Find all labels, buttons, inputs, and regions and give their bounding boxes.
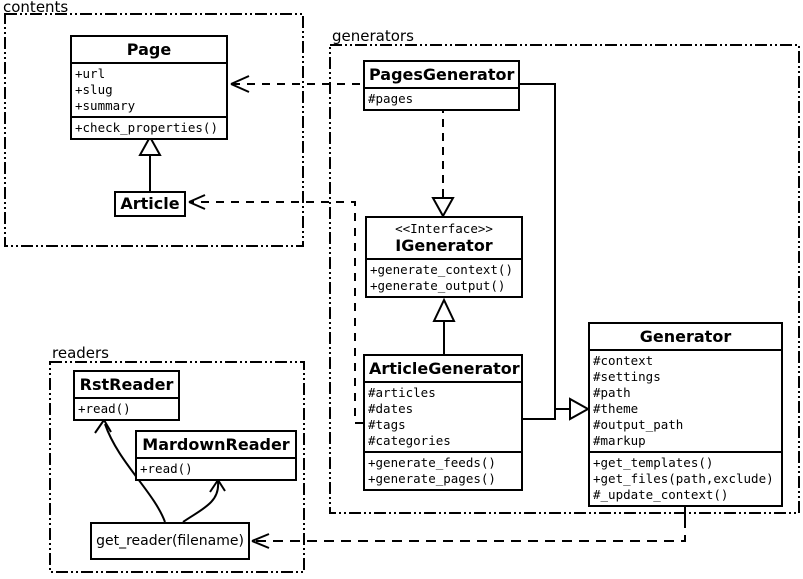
method-row: +read() (140, 461, 193, 476)
attribute-row: #tags (368, 417, 406, 432)
generalization-article-to-page (138, 134, 162, 191)
arrow-getreader-to-mardownreader (182, 479, 226, 523)
class-igenerator-name: IGenerator (395, 236, 493, 255)
class-mardownreader: MardownReader +read() (135, 430, 297, 481)
method-row: #_update_context() (593, 487, 729, 502)
method-row: +check_properties() (75, 120, 218, 135)
class-rstreader-title: RstReader (75, 372, 178, 399)
realization-pagesgenerator-to-igenerator (431, 105, 455, 219)
class-igenerator-methods: +generate_context() +generate_output() (367, 260, 521, 296)
class-article: Article (114, 191, 186, 217)
package-label-readers: readers (52, 344, 109, 362)
class-articlegenerator-methods: +generate_feeds() +generate_pages() (365, 451, 521, 489)
class-generator-title: Generator (590, 324, 781, 351)
package-frame-readers (49, 361, 305, 573)
class-pagesgenerator-attributes: #pages (365, 89, 518, 109)
method-row: +get_templates() (593, 455, 714, 470)
class-page: Page +url +slug +summary +check_properti… (70, 35, 228, 140)
class-igenerator-title: <<Interface>> IGenerator (367, 218, 521, 260)
attribute-row: #categories (368, 433, 451, 448)
class-page-attributes: +url +slug +summary (72, 64, 226, 116)
class-page-title: Page (72, 37, 226, 64)
package-label-generators: generators (332, 27, 414, 45)
attribute-row: #output_path (593, 417, 684, 432)
package-frame-contents (4, 13, 304, 247)
attribute-row: #articles (368, 385, 436, 400)
class-pagesgenerator-title: PagesGenerator (365, 62, 518, 89)
class-igenerator: <<Interface>> IGenerator +generate_conte… (365, 216, 523, 298)
class-articlegenerator: ArticleGenerator #articles #dates #tags … (363, 354, 523, 491)
method-row: +generate_output() (370, 278, 506, 293)
class-article-title: Article (120, 194, 180, 213)
attribute-row: #dates (368, 401, 414, 416)
interface-stereotype: <<Interface>> (395, 221, 493, 236)
attribute-row: #markup (593, 433, 646, 448)
generalization-generators-to-generator (520, 83, 591, 421)
generalization-articlegenerator-to-igenerator (432, 297, 456, 354)
attribute-row: #context (593, 353, 654, 368)
method-row: +read() (78, 401, 131, 416)
class-generator-methods: +get_templates() +get_files(path,exclude… (590, 451, 781, 505)
class-pagesgenerator: PagesGenerator #pages (363, 60, 520, 111)
attribute-row: +slug (75, 82, 113, 97)
package-label-contents: contents (3, 0, 69, 16)
attribute-row: +summary (75, 98, 136, 113)
attribute-row: #pages (368, 91, 414, 106)
method-row: +get_files(path,exclude) (593, 471, 774, 486)
class-articlegenerator-attributes: #articles #dates #tags #categories (365, 383, 521, 451)
package-frame-generators (329, 44, 800, 514)
method-row: +generate_feeds() (368, 455, 496, 470)
dependency-generator-to-getreader (251, 503, 686, 549)
dependency-articlegenerator-to-article (188, 194, 363, 424)
class-mardownreader-methods: +read() (137, 459, 295, 479)
class-page-methods: +check_properties() (72, 116, 226, 138)
class-mardownreader-title: MardownReader (137, 432, 295, 459)
class-articlegenerator-title: ArticleGenerator (365, 356, 521, 383)
method-row: +generate_context() (370, 262, 513, 277)
dependency-pagesgenerator-to-page (230, 75, 362, 93)
class-rstreader: RstReader +read() (73, 370, 180, 421)
class-generator: Generator #context #settings #path #them… (588, 322, 783, 507)
class-rstreader-methods: +read() (75, 399, 178, 419)
function-box-get-reader: get_reader(filename) (90, 522, 250, 560)
method-row: +generate_pages() (368, 471, 496, 486)
class-generator-attributes: #context #settings #path #theme #output_… (590, 351, 781, 451)
get-reader-label: get_reader(filename) (96, 533, 244, 549)
attribute-row: #settings (593, 369, 661, 384)
attribute-row: #path (593, 385, 631, 400)
attribute-row: #theme (593, 401, 639, 416)
attribute-row: +url (75, 66, 106, 81)
